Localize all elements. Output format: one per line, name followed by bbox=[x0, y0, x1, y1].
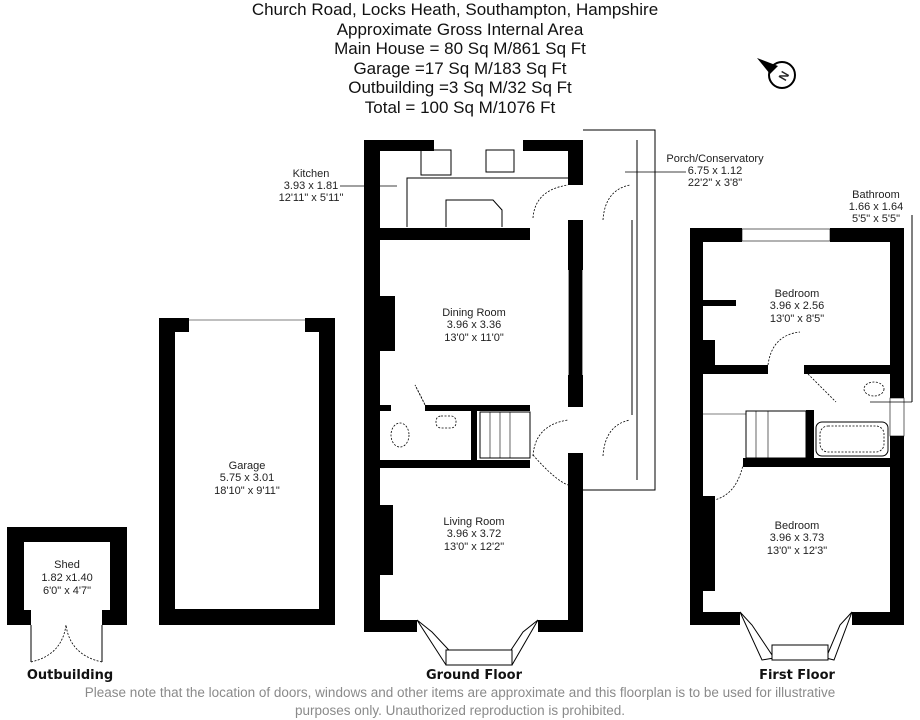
room-metric: 3.96 x 3.36 bbox=[447, 319, 501, 331]
room-name: Garage bbox=[229, 460, 266, 472]
disclaimer-line-2: purposes only. Unauthorized reproduction… bbox=[295, 703, 625, 718]
room-name: Porch/Conservatory bbox=[666, 153, 764, 165]
room-metric: 1.82 x1.40 bbox=[41, 572, 92, 584]
room-metric: 6.75 x 1.12 bbox=[688, 165, 742, 177]
room-imperial: 18'10" x 9'11" bbox=[214, 485, 280, 497]
room-metric: 3.96 x 3.73 bbox=[770, 532, 824, 544]
garage-area: Garage =17 Sq M/183 Sq Ft bbox=[353, 58, 567, 78]
room-metric: 1.66 x 1.64 bbox=[849, 201, 903, 213]
porch-plan bbox=[583, 129, 656, 491]
total-area: Total = 100 Sq M/1076 Ft bbox=[364, 97, 556, 117]
room-imperial: 5'5" x 5'5" bbox=[852, 213, 900, 225]
room-name: Shed bbox=[54, 559, 80, 571]
room-imperial: 12'11" x 5'11" bbox=[279, 192, 344, 204]
room-name: Bathroom bbox=[852, 189, 900, 201]
address-title: Church Road, Locks Heath, Southampton, H… bbox=[251, 0, 659, 19]
outbuilding-floor-title: Outbuilding bbox=[27, 668, 113, 683]
garage-plan bbox=[159, 318, 335, 625]
room-name: Kitchen bbox=[293, 168, 330, 180]
disclaimer-line-1: Please note that the location of doors, … bbox=[84, 685, 836, 700]
room-imperial: 13'0" x 11'0" bbox=[444, 332, 504, 344]
north-arrow-icon: N bbox=[757, 58, 796, 89]
ground-floor-title: Ground Floor bbox=[426, 668, 523, 683]
area-summary: Church Road, Locks Heath, Southampton, H… bbox=[0, 0, 920, 117]
living-room-label: Living Room 3.96 x 3.72 13'0" x 12'2" bbox=[443, 516, 504, 553]
bedroom-2-label: Bedroom 3.96 x 3.73 13'0" x 12'3" bbox=[767, 520, 827, 557]
bathroom-label: Bathroom 1.66 x 1.64 5'5" x 5'5" bbox=[849, 189, 903, 225]
room-name: Dining Room bbox=[442, 307, 506, 319]
area-subtitle: Approximate Gross Internal Area bbox=[336, 19, 584, 39]
ground-floor-plan bbox=[364, 140, 583, 666]
porch-label: Porch/Conservatory 6.75 x 1.12 22'2" x 3… bbox=[666, 153, 764, 189]
room-imperial: 13'0" x 12'3" bbox=[767, 545, 827, 557]
shed-plan bbox=[7, 527, 127, 663]
room-imperial: 22'2" x 3'8" bbox=[688, 177, 742, 189]
outbuilding-area: Outbuilding =3 Sq M/32 Sq Ft bbox=[348, 78, 572, 97]
room-name: Bedroom bbox=[775, 288, 820, 300]
room-metric: 3.96 x 3.72 bbox=[447, 528, 501, 540]
room-imperial: 13'0" x 8'5" bbox=[770, 313, 824, 325]
room-imperial: 13'0" x 12'2" bbox=[444, 541, 504, 553]
room-name: Living Room bbox=[443, 516, 504, 528]
room-metric: 3.93 x 1.81 bbox=[284, 180, 338, 192]
kitchen-label: Kitchen 3.93 x 1.81 12'11" x 5'11" bbox=[279, 168, 344, 204]
dining-room-label: Dining Room 3.96 x 3.36 13'0" x 11'0" bbox=[442, 307, 506, 344]
room-metric: 3.96 x 2.56 bbox=[770, 300, 824, 312]
shed-label: Shed 1.82 x1.40 6'0" x 4'7" bbox=[41, 559, 92, 597]
main-house-area: Main House = 80 Sq M/861 Sq Ft bbox=[334, 39, 586, 58]
room-metric: 5.75 x 3.01 bbox=[220, 472, 274, 484]
garage-label: Garage 5.75 x 3.01 18'10" x 9'11" bbox=[214, 460, 280, 497]
disclaimer: Please note that the location of doors, … bbox=[0, 684, 920, 720]
room-name: Bedroom bbox=[775, 520, 820, 532]
first-floor-plan bbox=[690, 215, 913, 661]
first-floor-title: First Floor bbox=[759, 668, 835, 683]
room-imperial: 6'0" x 4'7" bbox=[43, 585, 91, 597]
bedroom-1-label: Bedroom 3.96 x 2.56 13'0" x 8'5" bbox=[770, 288, 824, 325]
